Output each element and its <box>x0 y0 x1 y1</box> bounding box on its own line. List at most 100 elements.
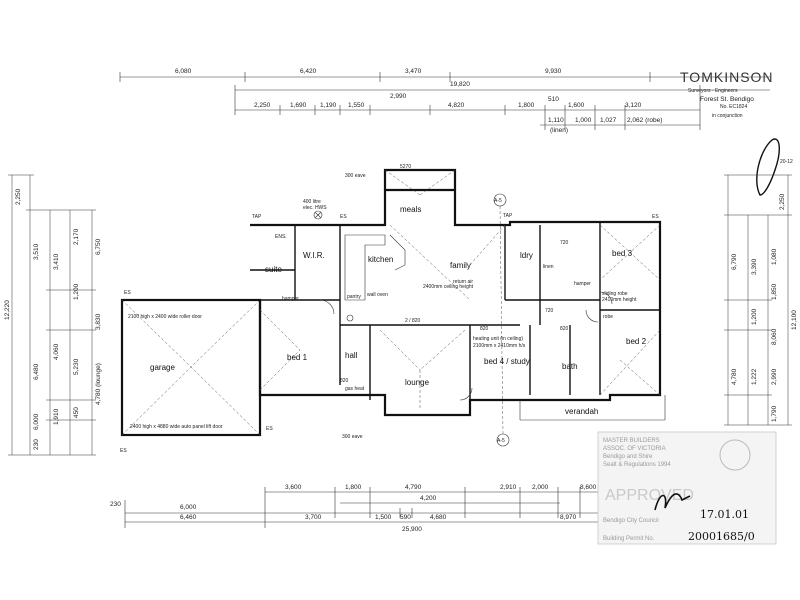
top-dim-r3-7: 1,800 <box>518 102 535 109</box>
note-2820: 2 / 820 <box>405 318 421 324</box>
room-label-bath: bath <box>562 362 578 371</box>
firm-line-1: Surveyors · Engineers <box>688 88 738 94</box>
top-dim-r3-4: 1,550 <box>348 102 365 109</box>
stamp-line-1: MASTER BUILDERS <box>603 438 660 444</box>
left-dim-4: 2,170 <box>73 228 80 245</box>
left-dim-2: 3,510 <box>33 243 40 260</box>
top-dim-r4-2: 1,000 <box>575 117 592 124</box>
house-outer-walls <box>250 188 662 417</box>
section-label-bottom: A-5 <box>497 438 505 444</box>
note-wall-oven: wall oven <box>367 292 388 298</box>
note-es-5: ES <box>266 426 273 432</box>
left-dim-6: 4,060 <box>53 343 60 360</box>
note-pantry: pantry <box>347 294 361 300</box>
bottom-dim-r3-4: 1,500 <box>375 514 392 521</box>
top-dim-r4-1: 1,110 <box>548 117 564 124</box>
stamp-line-4: Sealt & Regulations 1994 <box>603 462 671 468</box>
note-robe: robe <box>603 314 613 320</box>
note-ens: ENS. <box>275 234 287 240</box>
bottom-dim-5: 2,000 <box>532 484 549 491</box>
bottom-dim-r2: 4,200 <box>420 495 437 502</box>
top-dim-1: 6,080 <box>175 68 192 75</box>
right-dim-10: 2,990 <box>771 368 778 385</box>
note-gas-heat: gas heat <box>345 386 365 392</box>
room-label-verandah: verandah <box>565 407 598 416</box>
bottom-dim-r3-3: 3,700 <box>305 514 322 521</box>
room-label-ldry: ldry <box>520 251 533 260</box>
room-label-lounge: lounge <box>405 378 430 387</box>
left-dim-10: 1,910 <box>53 408 60 425</box>
room-label-bed2: bed 2 <box>626 337 647 346</box>
room-label-suite: suite <box>265 265 282 274</box>
note-eave-top: 300 eave <box>345 173 366 179</box>
stamp-footer: Building Permit No. <box>603 536 655 542</box>
sheet-note: 20-12 <box>780 159 793 165</box>
top-dim-r3-3: 1,190 <box>320 102 337 109</box>
room-label-bed3: bed 3 <box>612 249 633 258</box>
right-dim-7: 1,080 <box>771 248 778 265</box>
note-meals-top: 5270 <box>400 164 411 170</box>
section-marker-bottom <box>496 433 510 447</box>
bottom-dim-r3-5: 590 <box>400 514 411 521</box>
bottom-dim-4: 2,910 <box>500 484 517 491</box>
bottom-dim-2: 1,800 <box>345 484 362 491</box>
note-820-a: 820 <box>340 378 349 384</box>
note-es-3: ES <box>120 448 127 454</box>
left-dim-8: 3,830 <box>95 313 102 330</box>
stamp-line-2: ASSOC. OF VICTORIA <box>603 446 666 452</box>
room-labels: suite W.I.R. kitchen meals family ldry b… <box>150 205 647 416</box>
note-tank: 400 litre <box>303 199 321 205</box>
left-dim-1: 2,250 <box>15 188 22 205</box>
note-tank-2: elec. HWS <box>303 205 327 211</box>
note-linen: linen <box>543 264 554 270</box>
building-walls <box>120 168 666 447</box>
right-dim-5: 8,060 <box>771 328 778 345</box>
room-label-meals: meals <box>400 205 421 214</box>
note-es-4: ES <box>652 214 659 220</box>
top-dim-r3-10: 3,120 <box>625 102 642 109</box>
left-dim-7: 5,230 <box>73 358 80 375</box>
note-heating: heating unit (in ceiling) <box>473 336 523 342</box>
room-label-bed1: bed 1 <box>287 353 308 362</box>
stamp-signature <box>654 493 691 511</box>
left-dim-13: 6,750 <box>95 238 102 255</box>
bottom-dim-r3-1: 6,000 <box>180 504 197 511</box>
note-720-b: 720 <box>545 308 554 314</box>
room-label-family: family <box>450 261 471 270</box>
left-dim-9: 6,000 <box>33 413 40 430</box>
right-dim-1: 2,250 <box>779 193 786 210</box>
firm-line-4: in conjunction <box>712 113 743 119</box>
note-tap-2: TAP <box>503 213 513 219</box>
note-es-1: ES <box>340 214 347 220</box>
note-hamper-2: hamper <box>574 281 591 287</box>
top-dim-r3-8: 510 <box>548 96 559 103</box>
top-dim-total: 19,820 <box>450 81 470 88</box>
note-720-a: 720 <box>560 240 569 246</box>
right-dim-2: 6,790 <box>731 253 738 270</box>
left-dimension-block: 2,250 3,510 3,410 2,170 12,220 6,480 4,0… <box>4 174 102 456</box>
right-dim-9: 1,222 <box>751 368 758 385</box>
note-heating-2: 2100mm x 2410mm h/s <box>473 343 526 349</box>
firm-name: TOMKINSON <box>680 69 774 85</box>
signature-mark <box>756 138 780 196</box>
meals-bay <box>383 168 457 190</box>
note-sliding-2: 2410mm height <box>602 297 637 303</box>
top-dimension-block: 6,080 6,420 3,470 9,930 19,820 2,250 1,6… <box>119 68 770 134</box>
stamp-line-5: Bendigo City Council <box>603 518 659 524</box>
top-dim-4: 9,930 <box>545 68 562 75</box>
left-dim-12: 230 <box>33 439 40 450</box>
room-label-wir: W.I.R. <box>303 251 325 260</box>
bottom-dim-r3-6: 4,680 <box>430 514 447 521</box>
note-garage-door-2: 2400 high x 4880 wide auto panel lift do… <box>130 424 223 430</box>
right-dim-4: 1,850 <box>771 283 778 300</box>
approval-stamp: MASTER BUILDERS ASSOC. OF VICTORIA Bendi… <box>597 431 777 545</box>
top-dim-linen: (linen) <box>550 127 568 134</box>
right-dim-total: 12,100 <box>791 310 798 330</box>
right-dim-11: 1,790 <box>771 405 778 422</box>
note-es-2: ES <box>124 290 131 296</box>
stamp-line-3: Bendigo and Shire <box>603 454 653 460</box>
note-hamper: hamper <box>282 296 299 302</box>
firm-title-block: TOMKINSON Surveyors · Engineers Forest S… <box>680 69 793 196</box>
